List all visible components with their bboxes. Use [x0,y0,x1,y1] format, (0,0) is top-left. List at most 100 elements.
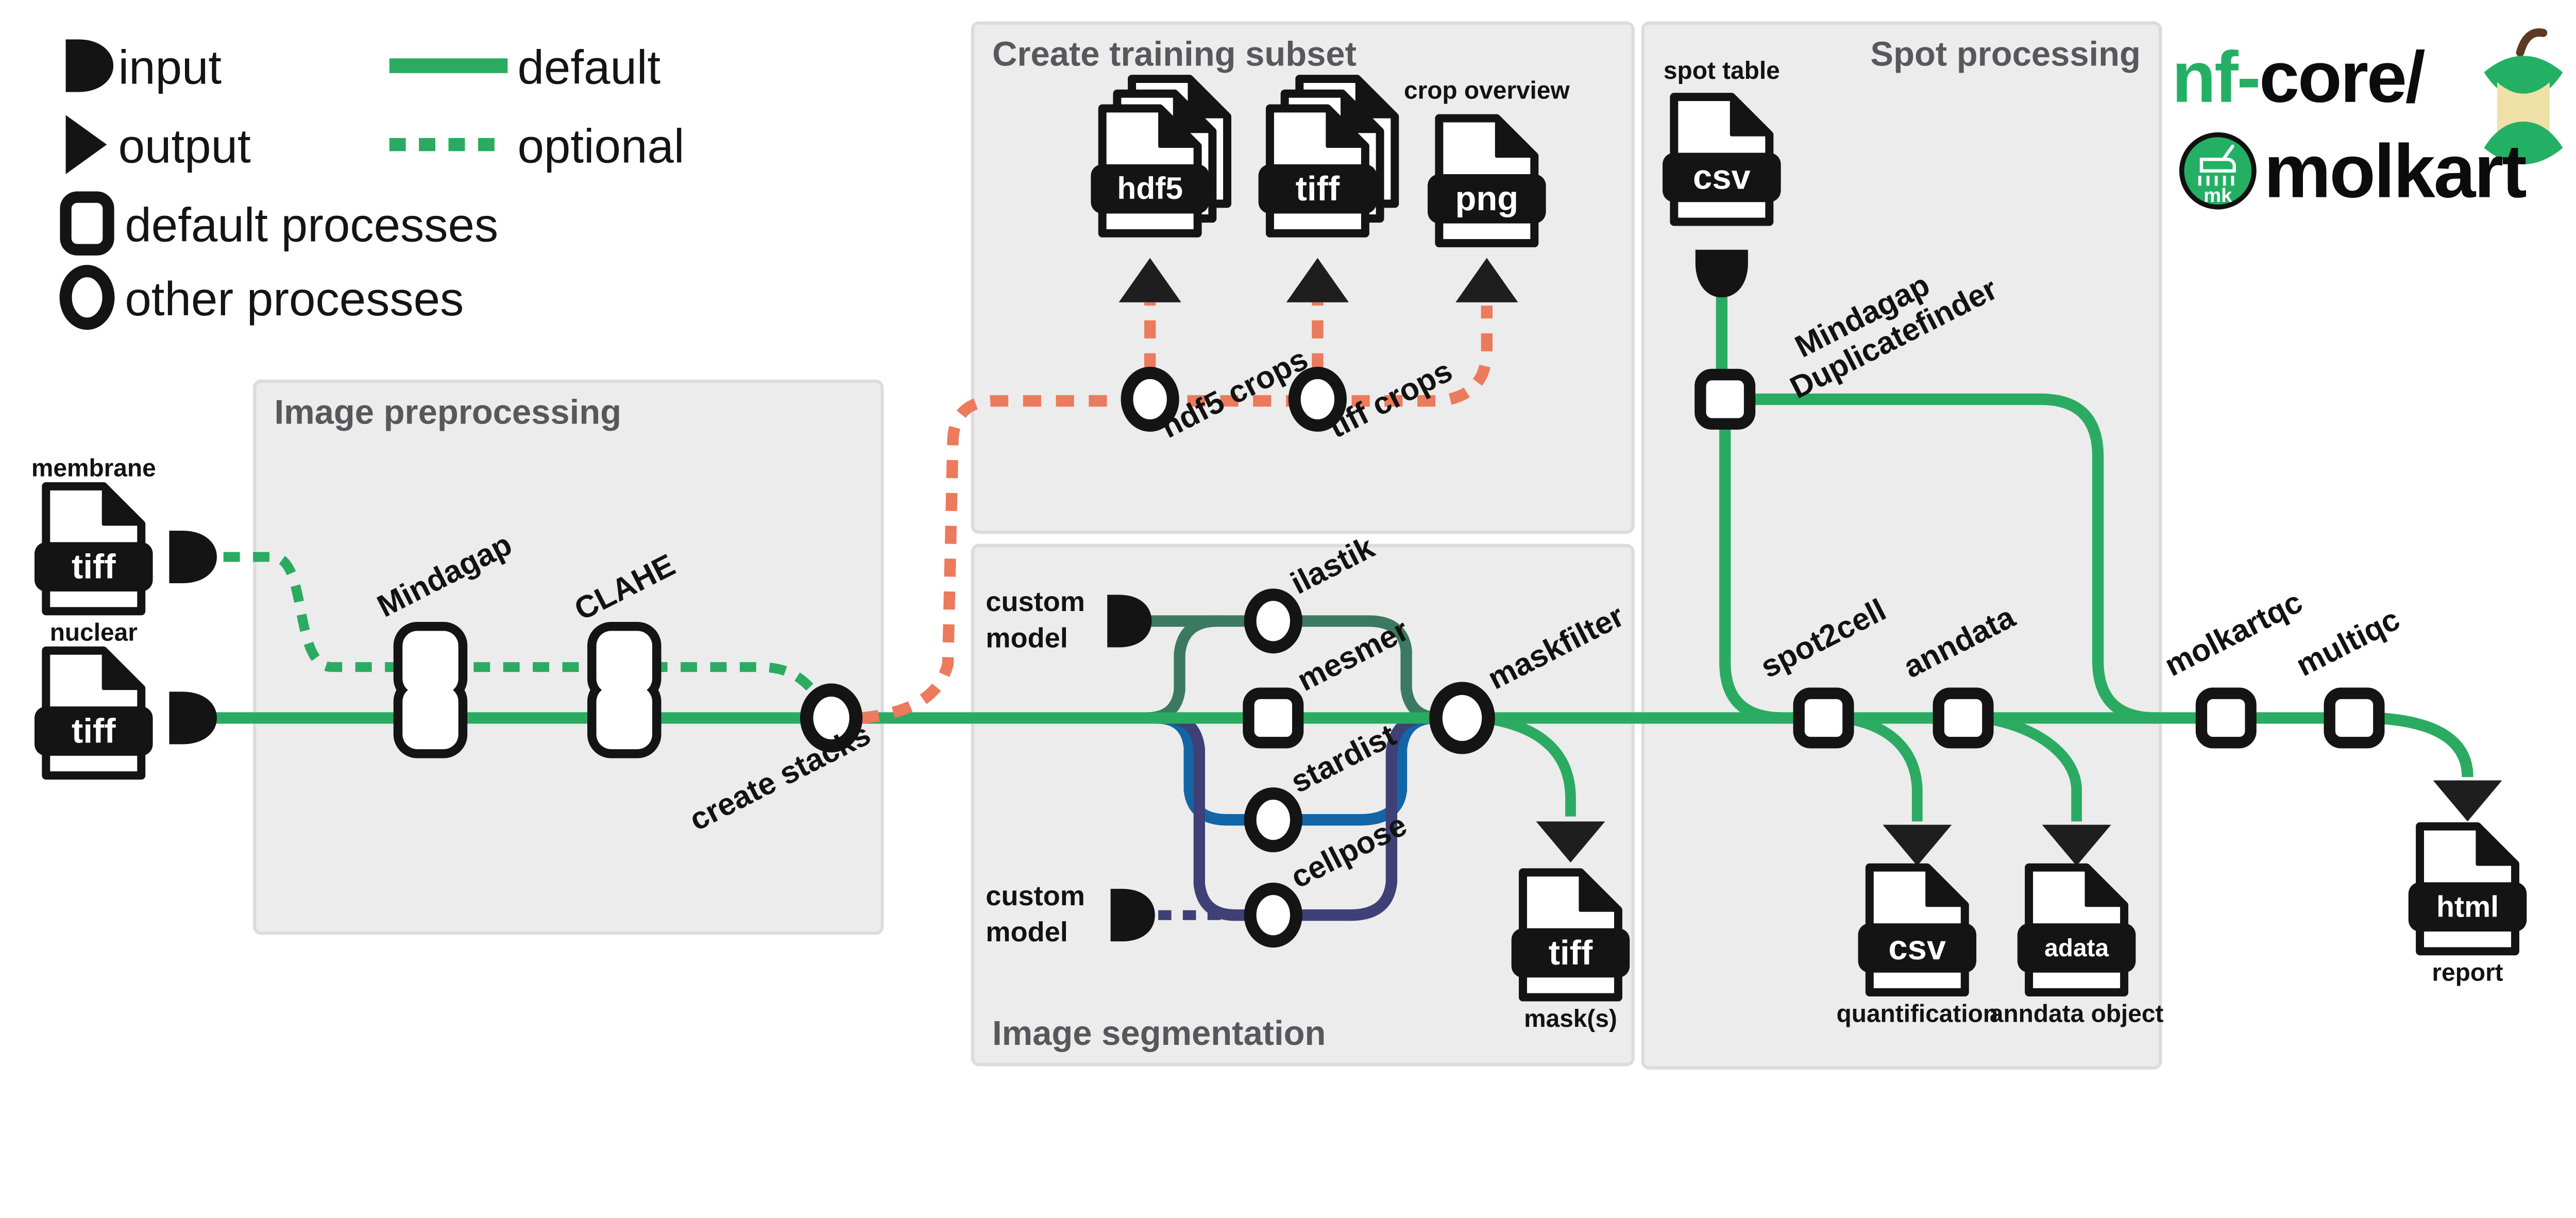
apple-center [2497,82,2550,135]
masks-output-icon [1536,821,1605,863]
mk-badge-icon: mk [2179,132,2257,210]
spot-table-ext: csv [1693,158,1751,197]
legend-output-icon [65,115,107,175]
legend-input-icon [65,39,114,92]
legend-input-label: input [118,41,222,94]
quantification-file-icon: csv [1858,863,1977,996]
edge-maskfilter-to-masks [1481,713,1576,817]
nuclear-input-icon [169,691,217,745]
spot-table-label: spot table [1664,57,1780,84]
hdf5-stack-icon: hdf5 [1091,75,1231,238]
hdf5-crops-circle [1121,366,1179,432]
apple-core-icon [2484,28,2563,164]
legend-default-processes-label: default processes [125,198,498,252]
tiff-stack-icon: tiff [1258,75,1399,238]
mk-rake-teeth [2198,176,2234,186]
box-spot-processing [1641,21,2162,1070]
quantification-label: quantification [1837,1000,1998,1027]
legend-other-processes-label: other processes [125,272,464,326]
box-title-spot: Spot processing [1870,35,2141,74]
box-title-segmentation: Image segmentation [992,1014,1326,1053]
input-nuclear: nuclear tiff [34,619,217,780]
logo-text-line1: nf-core/ [2172,37,2425,117]
tiff-output-icon [1286,258,1349,302]
png-ext: png [1455,179,1518,218]
membrane-label: membrane [31,455,156,482]
molkart-pipeline-diagram: Image preprocessing Create training subs… [31,21,2563,1070]
nuclear-file-icon: tiff [34,646,153,780]
apple-top [2484,56,2563,99]
custom-model-bottom-label2: model [986,917,1068,948]
create-stacks-circle [800,683,863,753]
multiqc-label: multiqc [2291,601,2405,683]
multiqc-square [2324,687,2385,749]
tiff-crops-circle [1288,366,1347,432]
edge-anndata-to-object [1980,713,2082,822]
legend-other-process-icon [59,265,115,330]
stardist-circle [1244,787,1302,853]
anndata-object-output-icon [2042,824,2111,866]
spot2cell-square [1793,687,1854,749]
png-file-icon: png [1428,114,1546,247]
mk-badge-label: mk [2204,184,2232,207]
nf-core-molkart-logo: nf-core/ mk molkart [2172,28,2563,214]
legend-optional-label: optional [517,120,684,173]
png-output-icon [1455,258,1518,302]
custom-model-top-label2: model [986,622,1068,653]
custom-model-top-input-icon [1107,595,1152,648]
tiff-crops-ext: tiff [1296,170,1340,208]
box-title-training: Create training subset [992,35,1357,74]
logo-core: core/ [2259,37,2425,117]
cellpose-circle [1244,883,1302,948]
custom-model-bottom-label1: custom [986,881,1085,911]
anndata-square [1933,687,1994,749]
quantification-ext: csv [1888,928,1946,967]
masks-label: mask(s) [1524,1005,1617,1033]
input-membrane: membrane tiff [31,455,217,616]
anndata-object-label: anndata object [1990,1000,2164,1027]
legend-output-label: output [118,120,251,173]
edge-spot2cell-to-quantification [1841,713,1923,822]
quantification-output-icon [1883,824,1952,866]
membrane-file-icon: tiff [34,482,153,616]
duplicatefinder-square [1694,368,1756,430]
edge-multiqc-to-report [2375,712,2473,777]
custom-model-bottom-input-icon [1110,889,1155,942]
report-output-icon [2433,780,2502,822]
nuclear-label: nuclear [50,619,138,647]
membrane-ext: tiff [72,547,116,586]
training-outputs: hdf5 tiff crop overview png hdf5 crops t… [1091,75,1570,445]
qc-tail: molkartqc multiqc html report [2159,584,2527,987]
logo-molkart: molkart [2264,129,2527,214]
anndata-object-ext: adata [2044,935,2109,962]
nuclear-ext: tiff [72,712,116,750]
mindagap-shape [393,621,468,758]
mesmer-square [1243,687,1304,749]
molkartqc-square [2195,687,2257,749]
crop-overview-label: crop overview [1404,77,1570,104]
ilastik-circle [1244,588,1302,654]
spot-table-input-icon [1695,249,1748,298]
hdf5-output-icon [1118,258,1181,302]
hdf5-ext: hdf5 [1117,171,1183,206]
edge-cellpose [1166,712,1427,921]
box-title-preprocessing: Image preprocessing [275,393,621,432]
masks-file-icon: tiff [1511,868,1630,1002]
box-image-preprocessing [253,379,884,935]
mk-kart-body [2199,158,2236,173]
molkartqc-label: molkartqc [2159,584,2308,683]
spot-table-file-icon: csv [1663,93,1781,226]
legend-default-label: default [517,41,660,94]
masks-ext: tiff [1549,934,1593,972]
edge-membrane-optional [194,552,827,705]
apple-stem [2516,28,2548,57]
legend: input output default optional default pr… [59,39,684,330]
membrane-input-icon [169,530,217,584]
apple-bottom [2484,121,2563,164]
report-file-icon: html [2408,822,2527,956]
report-label: report [2432,959,2503,987]
logo-nf: nf- [2172,37,2260,117]
mk-kart-handle [2223,144,2234,160]
maskfilter-circle [1429,682,1495,754]
custom-model-top-label1: custom [986,586,1085,617]
